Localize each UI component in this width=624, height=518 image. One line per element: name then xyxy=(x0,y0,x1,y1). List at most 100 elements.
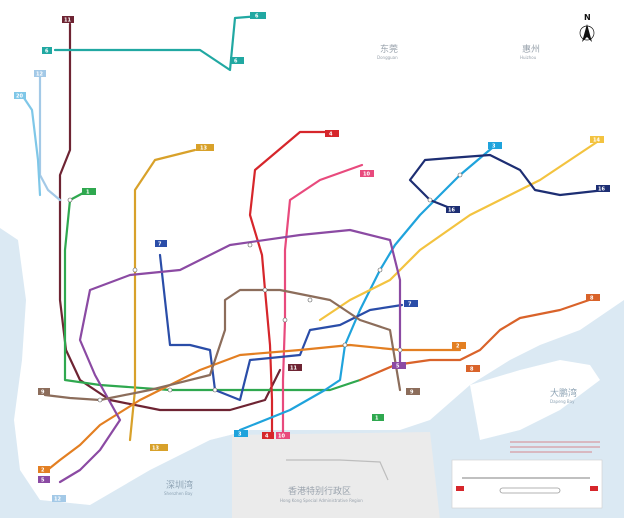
sea-shenzhen-bay-en-label: Shenzhen Bay xyxy=(164,491,193,496)
badge-line-9[interactable]: 9 xyxy=(38,388,50,396)
badge-line-5[interactable]: 5 xyxy=(38,476,50,484)
notice-area xyxy=(510,441,600,453)
badge-line-12[interactable]: 12 xyxy=(52,495,66,503)
badge-line-1[interactable]: 1 xyxy=(82,188,96,196)
badge-line-1[interactable]: 1 xyxy=(372,414,384,422)
badge-line-10[interactable]: 10 xyxy=(276,432,290,440)
badge-line-20[interactable]: 20 xyxy=(14,92,26,100)
badge-line-13[interactable]: 13 xyxy=(150,444,168,452)
interchange-dot[interactable] xyxy=(307,297,313,303)
interchange-dot[interactable] xyxy=(427,197,433,203)
line-1[interactable] xyxy=(63,190,362,392)
svg-text:12: 12 xyxy=(54,497,61,503)
interchange-dot[interactable] xyxy=(342,342,348,348)
svg-text:1: 1 xyxy=(86,190,90,196)
svg-text:3: 3 xyxy=(492,144,496,150)
badge-line-10[interactable]: 10 xyxy=(360,170,374,178)
interchange-dot[interactable] xyxy=(377,267,383,273)
svg-text:4: 4 xyxy=(265,434,269,440)
badge-line-9[interactable]: 9 xyxy=(406,388,420,396)
svg-text:14: 14 xyxy=(593,138,600,144)
badge-line-3[interactable]: 3 xyxy=(488,142,502,150)
region-huizhou-label: 惠州 xyxy=(522,43,540,55)
line-10[interactable] xyxy=(281,163,364,434)
badge-line-4[interactable]: 4 xyxy=(262,432,274,440)
line-4[interactable] xyxy=(248,130,332,434)
svg-text:11: 11 xyxy=(64,18,71,24)
badge-line-2[interactable]: 2 xyxy=(452,342,466,350)
badge-line-16[interactable]: 16 xyxy=(596,185,610,193)
badge-line-8[interactable]: 8 xyxy=(586,294,600,302)
badge-line-16[interactable]: 16 xyxy=(446,206,460,214)
line-14[interactable] xyxy=(318,138,602,322)
hk-rail xyxy=(286,459,389,481)
line-6[interactable] xyxy=(53,14,262,72)
badge-line-4[interactable]: 4 xyxy=(325,130,339,138)
compass-icon: N xyxy=(579,13,595,42)
interchange-dot[interactable] xyxy=(132,267,138,273)
badge-line-8[interactable]: 8 xyxy=(466,365,480,373)
badge-line-6[interactable]: 6 xyxy=(250,12,266,20)
interchange-dot[interactable] xyxy=(397,347,403,353)
dapeng-peninsula xyxy=(470,360,600,440)
sea-area xyxy=(0,228,624,518)
svg-text:1: 1 xyxy=(375,416,379,422)
sea-dapeng-en-label: Dapeng Bay xyxy=(550,399,575,404)
region-dongguan-label: 东莞 xyxy=(380,43,398,55)
legend-panel xyxy=(451,459,603,509)
line-2[interactable] xyxy=(43,343,462,474)
svg-text:10: 10 xyxy=(278,434,285,440)
svg-text:9: 9 xyxy=(410,390,414,396)
sea-dapeng-label: 大鹏湾 xyxy=(550,387,577,399)
svg-text:13: 13 xyxy=(152,446,159,452)
line-13[interactable] xyxy=(128,148,197,442)
badge-line-3[interactable]: 3 xyxy=(234,430,248,438)
badge-line-7[interactable]: 7 xyxy=(404,300,418,308)
region-hk-label: 香港特别行政区 xyxy=(288,485,351,497)
line-5[interactable] xyxy=(58,228,402,484)
svg-text:2: 2 xyxy=(41,468,45,474)
badge-line-6[interactable]: 6 xyxy=(42,47,52,55)
badge-line-14[interactable]: 14 xyxy=(590,136,604,144)
region-huizhou-en-label: Huizhou xyxy=(520,55,537,60)
interchange-dot[interactable] xyxy=(167,387,173,393)
badge-line-6[interactable]: 6 xyxy=(230,57,244,65)
svg-text:4: 4 xyxy=(329,132,333,138)
line-20[interactable] xyxy=(20,93,42,197)
badge-line-11[interactable]: 11 xyxy=(62,16,74,24)
sea-shenzhen-bay-label: 深圳湾 xyxy=(166,479,193,491)
svg-text:3: 3 xyxy=(238,432,242,438)
svg-text:12: 12 xyxy=(36,72,43,78)
interchange-dot[interactable] xyxy=(97,397,103,403)
line-7[interactable] xyxy=(158,253,404,402)
interchange-dot[interactable] xyxy=(67,197,73,203)
svg-text:10: 10 xyxy=(363,172,370,178)
svg-text:9: 9 xyxy=(41,390,45,396)
interchange-dot[interactable] xyxy=(262,287,268,293)
hk-land xyxy=(232,432,440,518)
line-16[interactable] xyxy=(408,153,607,212)
line-11[interactable] xyxy=(58,22,282,412)
badge-line-11[interactable]: 11 xyxy=(288,364,302,372)
interchange-dot[interactable] xyxy=(212,387,218,393)
badge-line-2[interactable]: 2 xyxy=(38,466,50,474)
line-12[interactable] xyxy=(38,72,62,202)
svg-text:7: 7 xyxy=(158,242,162,248)
badge-line-13[interactable]: 13 xyxy=(196,144,214,152)
svg-text:6: 6 xyxy=(45,49,49,55)
interchange-dot[interactable] xyxy=(457,172,463,178)
line-8[interactable] xyxy=(358,296,597,382)
svg-text:5: 5 xyxy=(41,478,45,484)
svg-text:2: 2 xyxy=(456,344,460,350)
svg-text:11: 11 xyxy=(290,366,297,372)
svg-text:5: 5 xyxy=(396,364,400,370)
region-dongguan-en-label: Dongguan xyxy=(377,55,398,60)
interchange-dot[interactable] xyxy=(247,242,253,248)
badge-line-7[interactable]: 7 xyxy=(155,240,167,248)
svg-text:8: 8 xyxy=(590,296,594,302)
badge-line-5[interactable]: 5 xyxy=(392,362,406,370)
interchange-dot[interactable] xyxy=(282,317,288,323)
svg-text:20: 20 xyxy=(16,94,23,100)
badge-line-12[interactable]: 12 xyxy=(34,70,46,78)
